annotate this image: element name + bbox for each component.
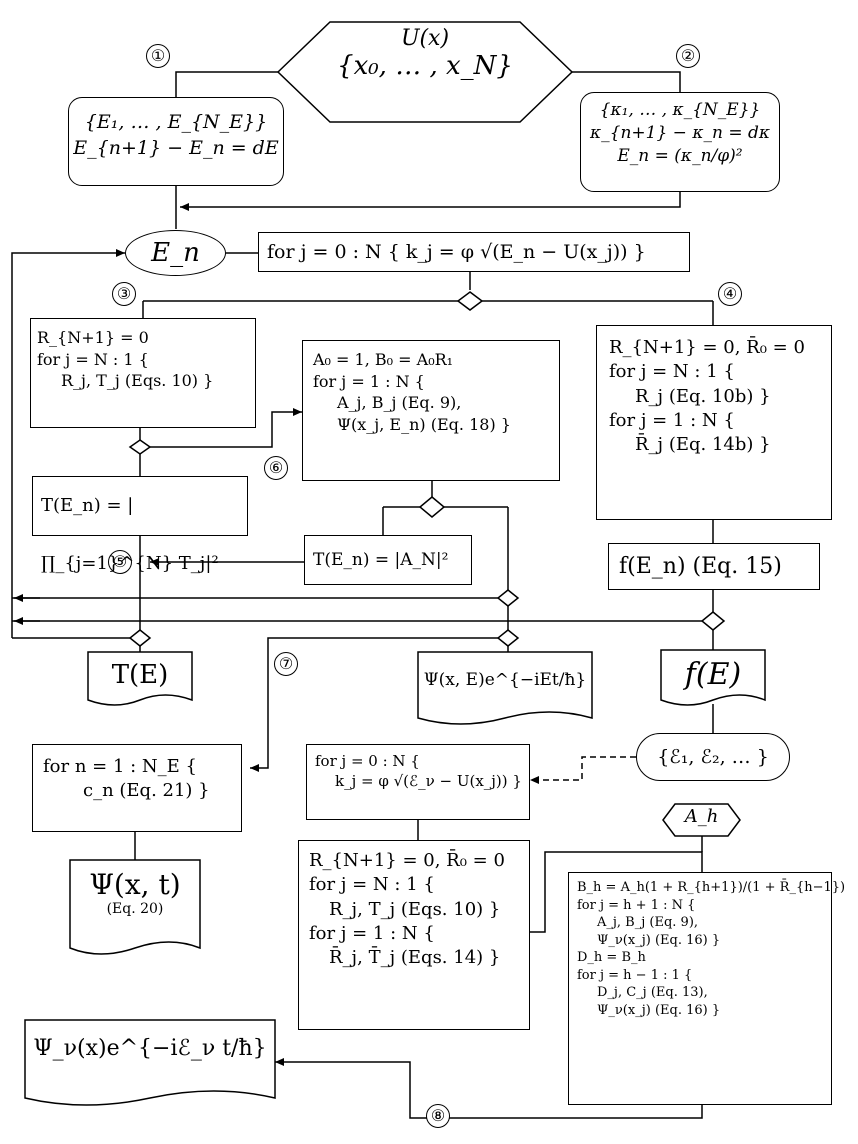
diamond-a0 <box>418 496 446 518</box>
doc-psi-xe-shape <box>417 651 593 725</box>
bh-line-4: Ψ_ν(x_j) (Eq. 16) } <box>597 932 721 948</box>
bh-line-7: D_j, C_j (Eq. 13), <box>597 985 708 1001</box>
box-rn0-recursion: R_{N+1} = 0, R̄₀ = 0 for j = N : 1 { R_j… <box>596 325 832 520</box>
box-rn-t-recursion: R_{N+1} = 0, R̄₀ = 0 for j = N : 1 { R_j… <box>298 840 530 1030</box>
diamond-to-a0 <box>150 408 302 448</box>
doc-psi-nu-text: Ψ_ν(x)e^{−iℰ_ν t/ħ} <box>33 1036 267 1061</box>
bh-line-1: B_h = A_h(1 + R_{h+1})/(1 + R̄_{h−1}) <box>577 880 846 895</box>
rn0-line-3: R_j (Eq. 10b) } <box>635 385 771 407</box>
bh-line-6: for j = h − 1 : 1 { <box>577 967 693 983</box>
bh-line-3: A_j, B_j (Eq. 9), <box>597 915 699 931</box>
diamond-fe <box>700 611 726 631</box>
hex-ah-text: A_h <box>684 806 719 827</box>
box-t-an: T(E_n) = |A_N|² <box>304 535 472 585</box>
rn0-line-1: R_{N+1} = 0, R̄₀ = 0 <box>609 337 805 358</box>
doc-fe-text: f(E) <box>684 657 742 692</box>
rn0-line-2: for j = N : 1 { <box>609 361 735 383</box>
box-energy-list: {E₁, … , E_{N_E}} E_{n+1} − E_n = dE <box>68 97 284 186</box>
a0-line-1: A₀ = 1, B₀ = A₀R₁ <box>313 350 454 369</box>
marker-4: ④ <box>718 282 742 306</box>
cn-line-2: c_n (Eq. 21) } <box>83 780 210 802</box>
oval-en: E_n <box>125 230 226 276</box>
box-kappa-list: {κ₁, … , κ_{N_E}} κ_{n+1} − κ_n = dκ E_n… <box>580 92 780 192</box>
kappa-list-line-3: E_n = (κ_n/φ)² <box>617 145 743 166</box>
diamond-psi-1 <box>496 589 520 607</box>
hex-top-text: U(x) {x₀, … , x_N} <box>330 26 520 81</box>
kappa-list-line-1: {κ₁, … , κ_{N_E}} <box>599 100 761 120</box>
marker-5: ⑤ <box>108 550 132 574</box>
marker-1: ① <box>146 44 170 68</box>
hex-top-line-1: U(x) <box>400 26 450 51</box>
doc-te-shape <box>87 651 193 706</box>
kj-eps-line-2: k_j = φ √(ℰ_ν − U(x_j)) } <box>335 772 522 791</box>
psi-xt-line-2: (Eq. 20) <box>106 901 164 917</box>
cn-line-1: for n = 1 : N_E { <box>43 756 197 777</box>
doc-psi-xt-shape <box>69 859 201 955</box>
diamond-split <box>456 291 484 311</box>
diamond-te <box>128 629 152 647</box>
marker-7: ⑦ <box>274 652 298 676</box>
bh-line-2: for j = h + 1 : N { <box>577 897 696 913</box>
box-bh-recursion: B_h = A_h(1 + R_{h+1})/(1 + R̄_{h−1}) fo… <box>568 872 846 1105</box>
bh-line-8: Ψ_ν(x_j) (Eq. 16) } <box>597 1002 721 1018</box>
a0-line-2: for j = 1 : N { <box>313 371 425 391</box>
rn-line-2: for j = N : 1 { <box>37 349 149 369</box>
hex-ah-shape <box>662 803 741 837</box>
diamond-box3 <box>128 439 152 455</box>
a0-line-3: A_j, B_j (Eq. 9), <box>337 393 462 413</box>
marker-8: ⑧ <box>426 1104 450 1128</box>
bh-down <box>275 1058 703 1119</box>
psi-xt-line-1: Ψ(x, t) <box>89 868 181 901</box>
box-f-en: f(E_n) (Eq. 15) <box>608 543 820 590</box>
kj-eps-line-1: for j = 0 : N { <box>315 752 420 770</box>
bh-line-5: D_h = B_h <box>577 950 646 966</box>
energy-list-line-2: E_{n+1} − E_n = dE <box>73 136 279 159</box>
marker-3: ③ <box>112 282 136 306</box>
rn0-line-4: for j = 1 : N { <box>609 409 735 431</box>
box-a0-recursion: A₀ = 1, B₀ = A₀R₁ for j = 1 : N { A_j, B… <box>302 340 560 481</box>
rnt-line-3: R_j, T_j (Eqs. 10) } <box>329 898 501 920</box>
rn-line-1: R_{N+1} = 0 <box>37 328 149 347</box>
diamond-psi-2 <box>496 629 520 647</box>
box-t-product: T(E_n) = |∏_{j=1}^{N} T_j|² <box>32 476 248 574</box>
rnt-line-5: R̄_j, T̄_j (Eqs. 14) } <box>329 947 501 969</box>
box-kj: for j = 0 : N { k_j = φ √(E_n − U(x_j)) … <box>258 232 690 272</box>
rnt-to-bh <box>530 851 703 933</box>
rnt-line-4: for j = 1 : N { <box>309 922 435 944</box>
doc-psi-nu-shape <box>24 1019 276 1106</box>
connector-hex-left <box>175 71 278 97</box>
loop-back-line <box>11 249 125 638</box>
psi-e-left <box>250 637 500 772</box>
connector-hex-right <box>572 71 681 92</box>
pill-epsilon-list: {ℰ₁, ℰ₂, … } <box>636 733 790 781</box>
marker-6: ⑥ <box>264 456 288 480</box>
rn0-line-5: R̄_j (Eq. 14b) } <box>635 434 771 456</box>
connector-box2-return <box>180 192 681 211</box>
rn-line-3: R_j, T_j (Eqs. 10) } <box>61 371 214 391</box>
marker-2: ② <box>676 44 700 68</box>
doc-te-text: T(E) <box>111 660 169 690</box>
doc-fe-shape <box>660 649 766 706</box>
rnt-line-1: R_{N+1} = 0, R̄₀ = 0 <box>309 850 505 871</box>
a0-line-4: Ψ(x_j, E_n) (Eq. 18) } <box>337 414 511 434</box>
box-cn: for n = 1 : N_E { c_n (Eq. 21) } <box>32 744 242 832</box>
kappa-list-line-2: κ_{n+1} − κ_n = dκ <box>589 122 771 143</box>
hex-top-line-2: {x₀, … , x_N} <box>337 51 513 81</box>
doc-psi-xt-text: Ψ(x, t) (Eq. 20) <box>70 868 200 917</box>
box-rn-recursion: R_{N+1} = 0 for j = N : 1 { R_j, T_j (Eq… <box>30 318 256 428</box>
doc-psi-xe-text: Ψ(x, E)e^{−iEt/ħ} <box>423 670 587 690</box>
eps-dashed <box>530 756 636 784</box>
box-kj-epsilon: for j = 0 : N { k_j = φ √(ℰ_ν − U(x_j)) … <box>306 744 530 820</box>
rnt-line-2: for j = N : 1 { <box>309 874 435 896</box>
energy-list-line-1: {E₁, … , E_{N_E}} <box>84 111 268 133</box>
